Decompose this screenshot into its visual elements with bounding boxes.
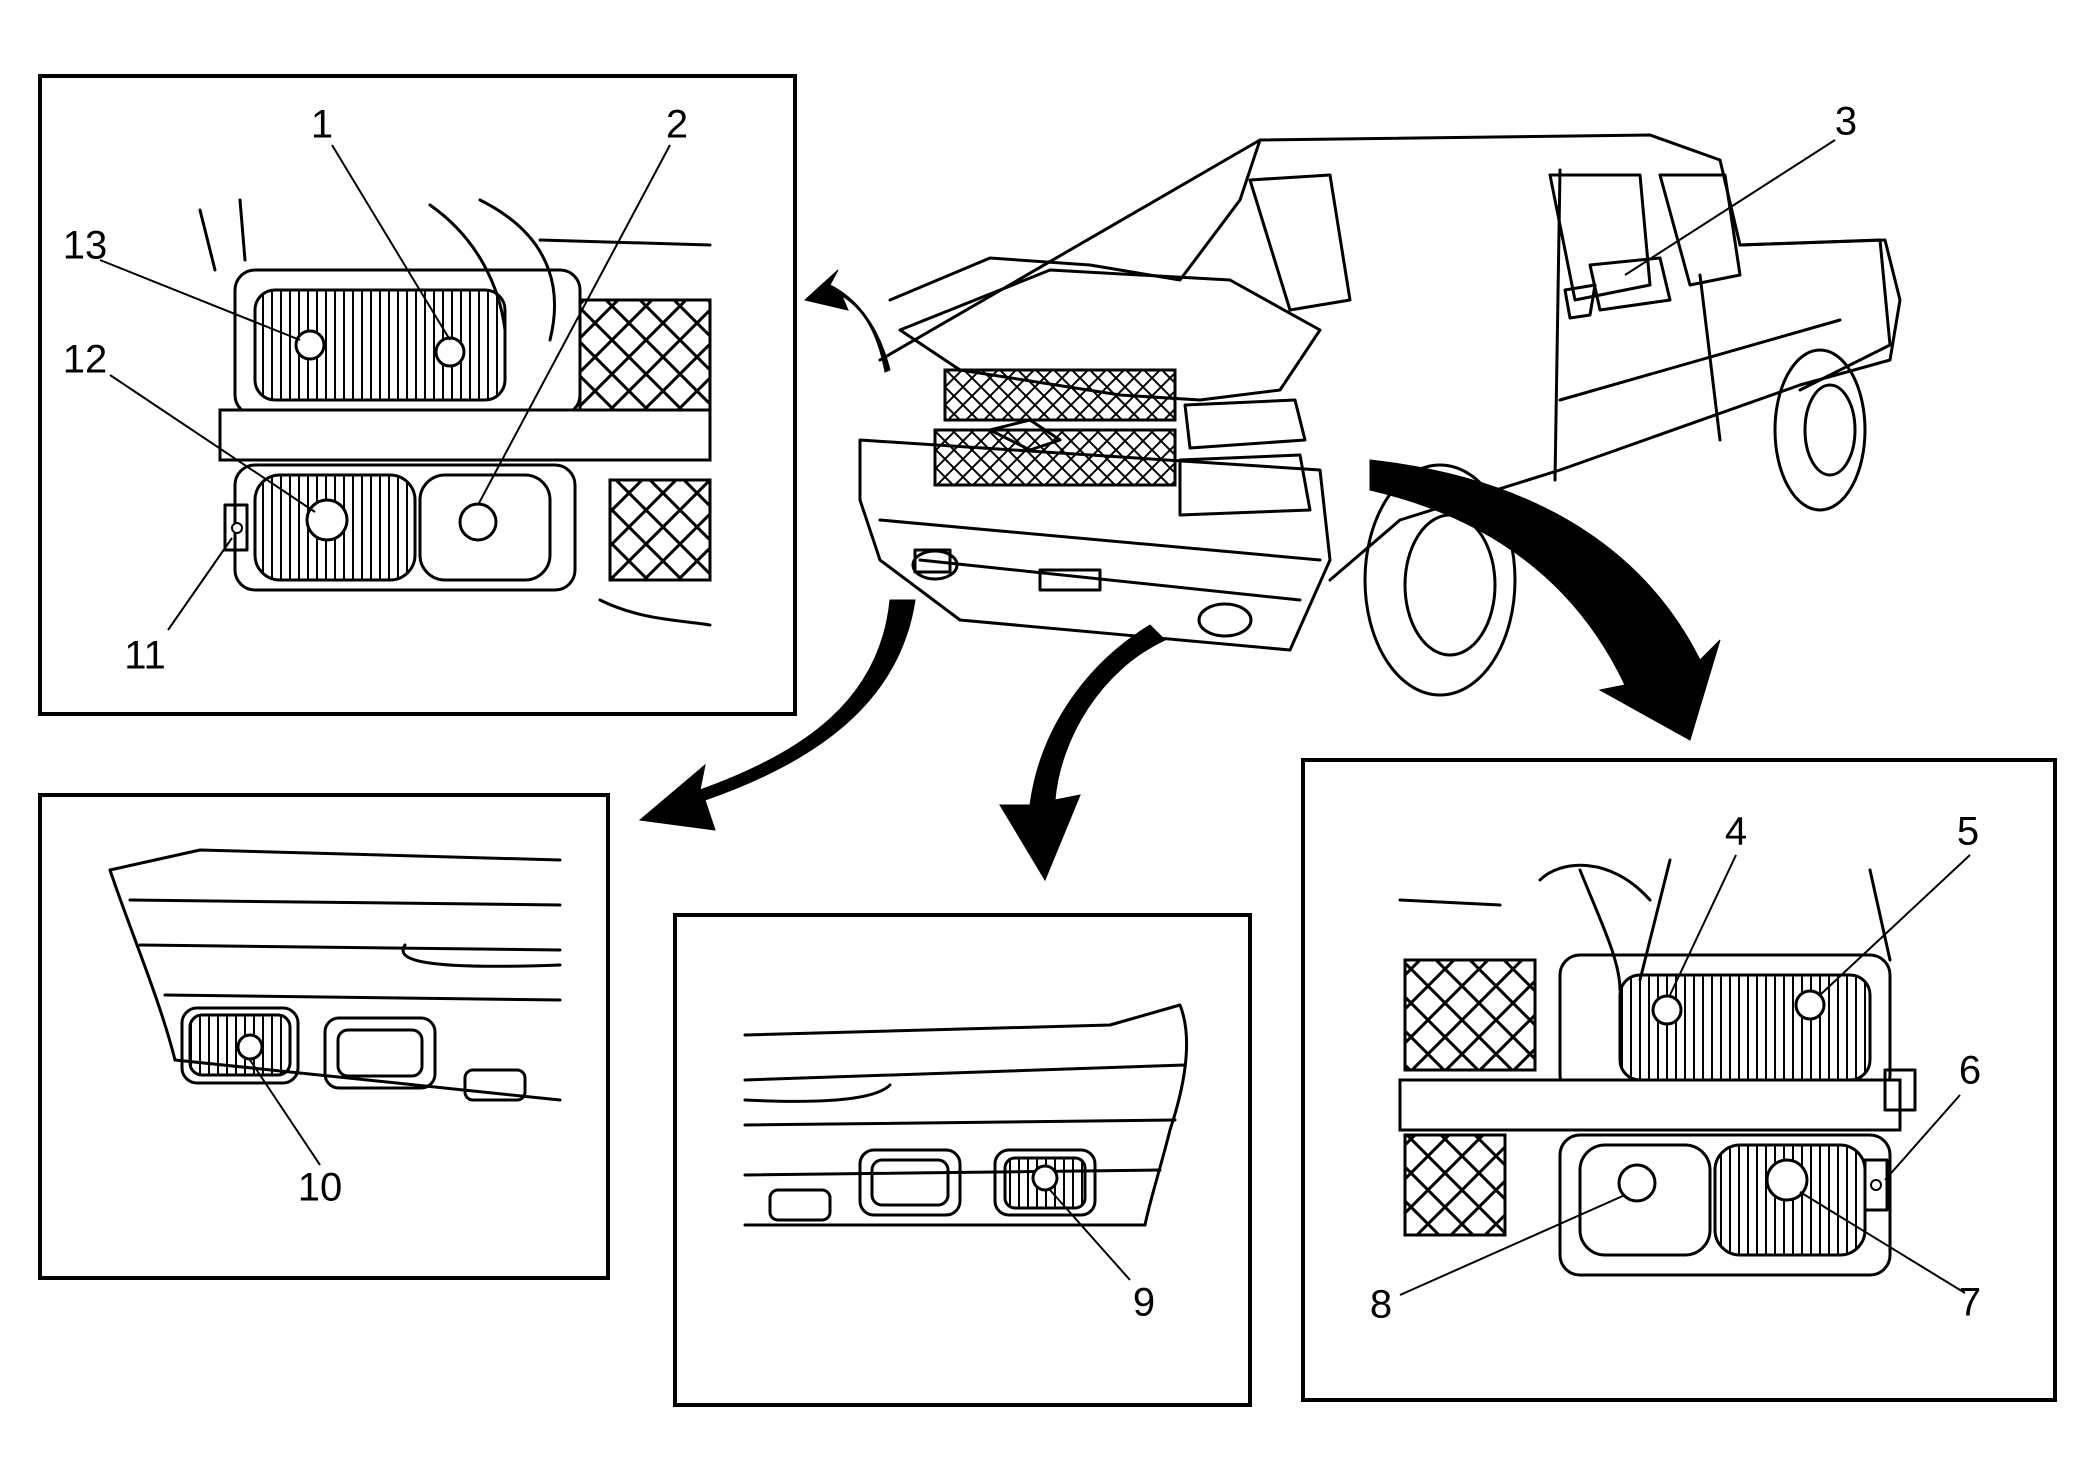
callout-7: 7 — [1959, 1281, 1981, 1325]
callout-3-leader — [1624, 139, 1836, 276]
callout-1: 1 — [311, 103, 333, 147]
callout-3: 3 — [1835, 100, 1857, 144]
callout-8: 8 — [1370, 1283, 1392, 1327]
callout-10: 10 — [298, 1166, 343, 1210]
callout-labels: 1 2 3 4 5 6 7 8 9 10 11 12 13 — [63, 100, 1981, 1327]
callout-4: 4 — [1725, 810, 1747, 854]
callout-12: 12 — [63, 338, 108, 382]
detail-panel-right-bumper — [673, 913, 1252, 1407]
view-arrow-upper-left — [803, 269, 891, 373]
callout-11: 11 — [124, 634, 166, 678]
detail-panel-front-right-lamps — [1301, 758, 2057, 1402]
view-arrow-right — [1369, 459, 1721, 741]
callout-2: 2 — [666, 103, 688, 147]
callout-13: 13 — [63, 224, 108, 268]
callout-6: 6 — [1959, 1049, 1981, 1093]
view-arrow-lower-left — [638, 599, 916, 831]
detail-panel-front-left-lamps — [38, 74, 797, 716]
callout-5: 5 — [1957, 810, 1979, 854]
pickup-truck-illustration — [858, 133, 1902, 697]
detail-panel-left-bumper — [38, 793, 610, 1280]
callout-9: 9 — [1133, 1281, 1155, 1325]
view-arrow-lower-middle — [999, 624, 1166, 882]
